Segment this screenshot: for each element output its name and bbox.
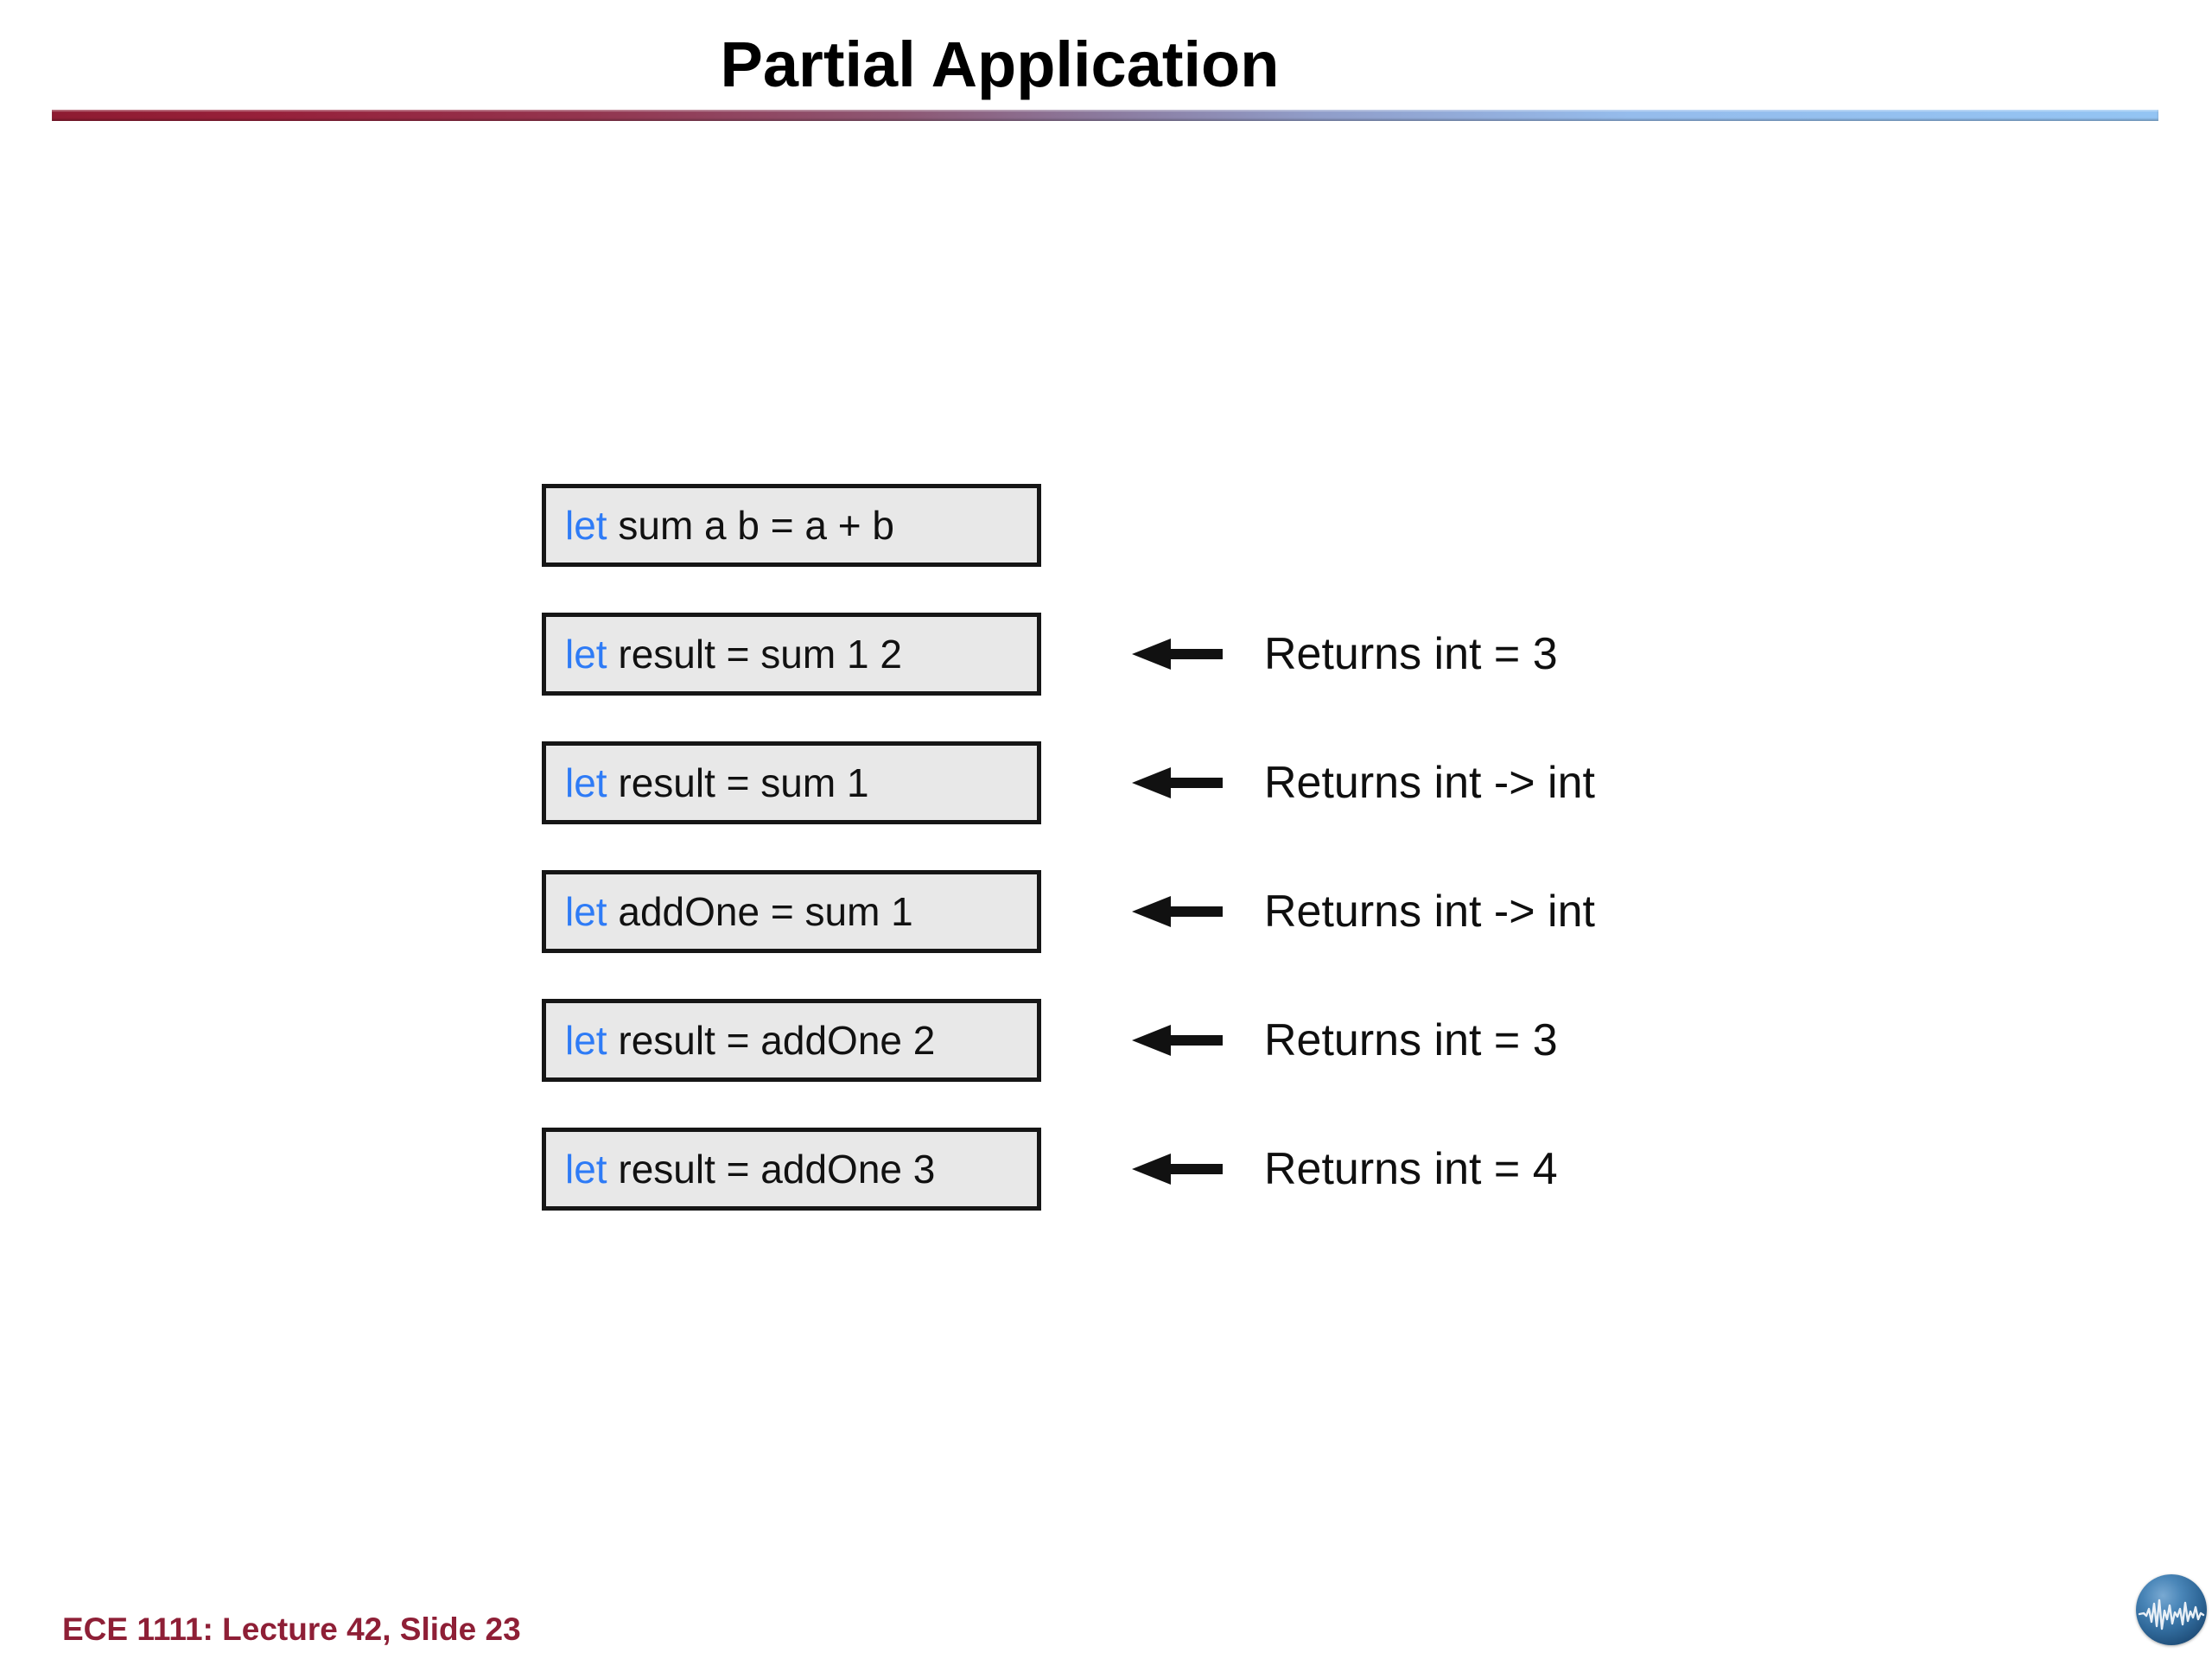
code-text: result = addOne 2 — [618, 1018, 936, 1063]
code-text: result = addOne 3 — [618, 1147, 936, 1192]
returns-label: Returns int -> int — [1264, 887, 1595, 937]
left-arrow-icon — [1132, 1025, 1223, 1056]
code-text: sum a b = a + b — [618, 503, 895, 548]
let-keyword: let — [565, 1018, 619, 1063]
code-row: let result = addOne 3 Returns int = 4 — [542, 1128, 2212, 1211]
footer-slide-label: ECE 1111: Lecture 42, Slide 23 — [62, 1611, 521, 1647]
code-row: let result = sum 1 2 Returns int = 3 — [542, 613, 2212, 696]
annotation: Returns int -> int — [1132, 757, 1595, 809]
waveform-icon — [2138, 1599, 2205, 1630]
code-box: let sum a b = a + b — [542, 484, 1041, 567]
code-row: let result = addOne 2 Returns int = 3 — [542, 999, 2212, 1082]
let-keyword: let — [565, 632, 619, 677]
annotation: Returns int = 4 — [1132, 1143, 1558, 1195]
returns-label: Returns int -> int — [1264, 758, 1595, 808]
code-box: let result = addOne 2 — [542, 999, 1041, 1082]
code-row: let addOne = sum 1 Returns int -> int — [542, 870, 2212, 953]
annotation: Returns int = 3 — [1132, 1014, 1558, 1066]
code-text: result = sum 1 — [618, 760, 869, 805]
left-arrow-icon — [1132, 1154, 1223, 1185]
let-keyword: let — [565, 760, 619, 805]
returns-label: Returns int = 4 — [1264, 1144, 1558, 1194]
left-arrow-icon — [1132, 896, 1223, 927]
code-box: let result = sum 1 — [542, 741, 1041, 824]
title-gradient-rule — [52, 110, 2158, 121]
slide-title: Partial Application — [720, 29, 1280, 100]
returns-label: Returns int = 3 — [1264, 1015, 1558, 1065]
code-box: let result = sum 1 2 — [542, 613, 1041, 696]
code-box: let addOne = sum 1 — [542, 870, 1041, 953]
annotation: Returns int -> int — [1132, 886, 1595, 938]
code-box: let result = addOne 3 — [542, 1128, 1041, 1211]
code-text: addOne = sum 1 — [618, 889, 913, 934]
code-row: let result = sum 1 Returns int -> int — [542, 741, 2212, 824]
code-text: result = sum 1 2 — [618, 632, 902, 677]
returns-label: Returns int = 3 — [1264, 629, 1558, 679]
code-row: let sum a b = a + b — [542, 484, 2212, 567]
left-arrow-icon — [1132, 639, 1223, 670]
let-keyword: let — [565, 1147, 619, 1192]
let-keyword: let — [565, 889, 619, 934]
globe-waveform-logo — [2136, 1574, 2207, 1645]
annotation: Returns int = 3 — [1132, 628, 1558, 680]
left-arrow-icon — [1132, 767, 1223, 798]
let-keyword: let — [565, 503, 619, 548]
